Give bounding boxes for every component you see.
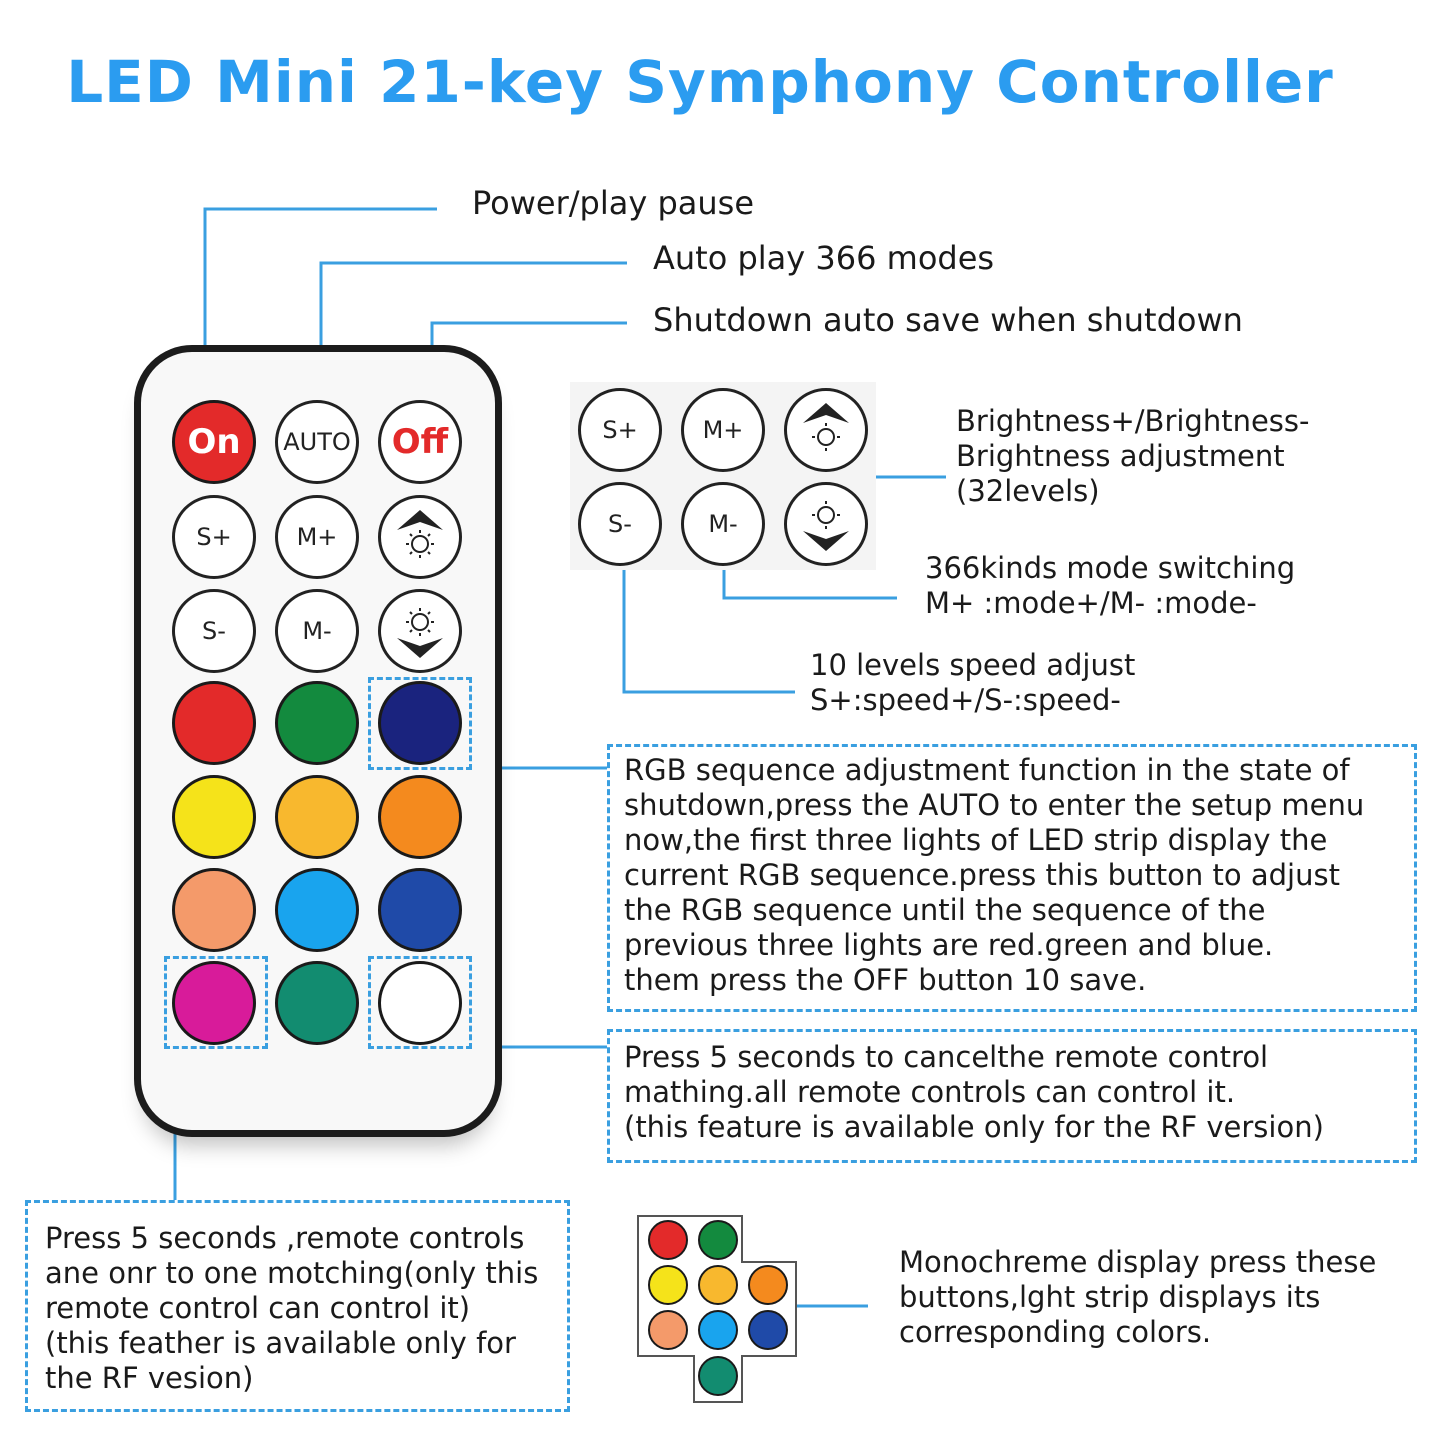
inset-speed-down-button: S- xyxy=(578,482,662,566)
inset-brightness-up-icon xyxy=(803,403,849,451)
callout-power: Power/play pause xyxy=(472,184,755,222)
speed-note: 10 levels speed adjust S+:speed+/S-:spee… xyxy=(810,648,1136,717)
mini-sky xyxy=(698,1310,738,1350)
match-note-box xyxy=(25,1200,570,1412)
mini-green xyxy=(698,1220,738,1260)
highlight-white xyxy=(368,956,472,1049)
inset-mode-down-button: M- xyxy=(681,482,765,566)
cancel-note-box xyxy=(607,1029,1417,1163)
brightness-up-button[interactable] xyxy=(378,495,462,579)
highlight-magenta xyxy=(164,956,268,1049)
on-button[interactable]: On xyxy=(172,400,256,484)
mini-teal xyxy=(698,1356,738,1396)
cancel-note: Press 5 seconds to cancelthe remote cont… xyxy=(624,1040,1324,1144)
green-button[interactable] xyxy=(275,681,359,765)
match-note: Press 5 seconds ,remote controls ane onr… xyxy=(45,1221,539,1395)
brightness-up-icon xyxy=(397,510,443,558)
highlight-navy xyxy=(368,677,472,770)
line-speed xyxy=(622,520,795,694)
mini-yellow xyxy=(648,1265,688,1305)
red-button[interactable] xyxy=(172,681,256,765)
mode-down-button[interactable]: M- xyxy=(275,589,359,673)
mini-salmon xyxy=(648,1310,688,1350)
navy-button[interactable] xyxy=(378,681,462,765)
salmon-button[interactable] xyxy=(172,868,256,952)
inset-brightness-down-button xyxy=(784,482,868,566)
callout-auto: Auto play 366 modes xyxy=(653,239,995,277)
mini-amber xyxy=(698,1265,738,1305)
mode-up-button[interactable]: M+ xyxy=(275,495,359,579)
page-title: LED Mini 21-key Symphony Controller xyxy=(66,48,1334,116)
blue-button[interactable] xyxy=(378,868,462,952)
mini-red xyxy=(648,1220,688,1260)
rgb-note-box xyxy=(607,744,1417,1012)
teal-button[interactable] xyxy=(275,961,359,1045)
white-button[interactable] xyxy=(378,961,462,1045)
callout-shutdown: Shutdown auto save when shutdown xyxy=(653,301,1243,339)
mode-note: 366kinds mode switching M+ :mode+/M- :mo… xyxy=(925,551,1296,620)
speed-up-button[interactable]: S+ xyxy=(172,495,256,579)
inset-brightness-up-button xyxy=(784,388,868,472)
brightness-down-icon xyxy=(397,608,443,658)
inset-speed-up-button: S+ xyxy=(578,388,662,472)
inset-brightness-down-icon xyxy=(803,501,849,551)
inset-mode-up-button: M+ xyxy=(681,388,765,472)
yellow-button[interactable] xyxy=(172,775,256,859)
off-button[interactable]: Off xyxy=(378,400,462,484)
brightness-note: Brightness+/Brightness- Brightness adjus… xyxy=(956,404,1310,508)
auto-button[interactable]: AUTO xyxy=(275,400,359,484)
magenta-button[interactable] xyxy=(172,961,256,1045)
orange-button[interactable] xyxy=(378,775,462,859)
amber-button[interactable] xyxy=(275,775,359,859)
mini-orange xyxy=(748,1265,788,1305)
mini-blue xyxy=(748,1310,788,1350)
mono-note: Monochreme display press these buttons,l… xyxy=(899,1245,1377,1349)
color-cluster-outline xyxy=(637,1215,797,1403)
speed-down-button[interactable]: S- xyxy=(172,589,256,673)
rgb-note: RGB sequence adjustment function in the … xyxy=(624,753,1365,997)
brightness-down-button[interactable] xyxy=(378,589,462,673)
sky-blue-button[interactable] xyxy=(275,868,359,952)
